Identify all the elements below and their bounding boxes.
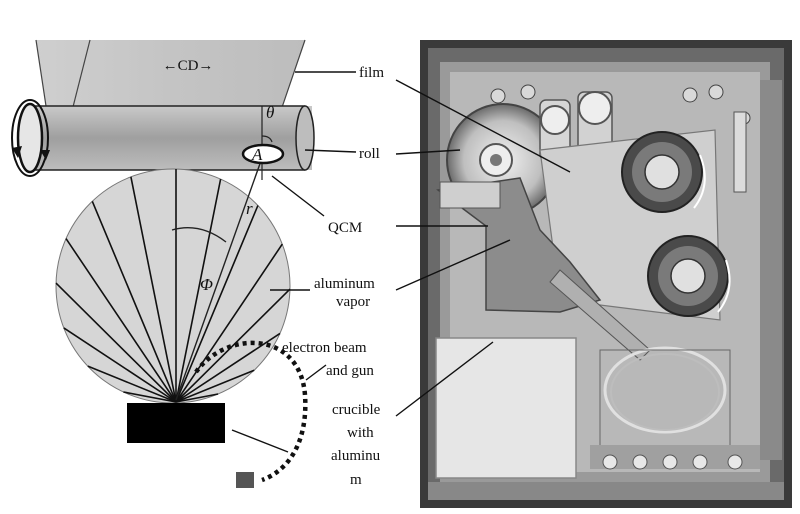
label-crucible-2: with	[347, 425, 374, 441]
vapor-ray	[130, 176, 177, 403]
vapor-ray	[175, 243, 283, 403]
label-aluminum-vapor-2: vapor	[336, 294, 370, 310]
r-symbol: r	[246, 199, 253, 218]
vapor-ray	[175, 332, 281, 403]
vapor-ray	[175, 369, 255, 403]
phi-symbol: Φ	[200, 275, 213, 294]
leader-lines	[231, 71, 571, 453]
roll-right-end	[295, 105, 315, 171]
vapor-ray	[175, 393, 219, 403]
vapor-ray	[123, 391, 177, 403]
label-electron-beam-1: electron beam	[282, 340, 367, 356]
label-crucible-4: m	[350, 472, 362, 488]
roll-left-end	[16, 102, 44, 174]
label-qcm: QCM	[328, 220, 362, 236]
label-roll: roll	[359, 146, 380, 162]
phi-arc	[171, 227, 227, 243]
vapor-ray	[175, 205, 259, 403]
cooling-coil	[603, 346, 727, 434]
vapor-ray	[63, 327, 177, 403]
equipment-photo	[420, 40, 792, 508]
a-symbol: A	[251, 145, 263, 164]
vapor-ray	[175, 288, 291, 403]
theta-symbol: θ	[266, 103, 274, 122]
crucible	[127, 403, 225, 443]
label-crucible-3: aluminu	[331, 448, 381, 464]
vapor-ray	[65, 238, 177, 403]
vapor-ray	[91, 200, 177, 403]
vapor-rays	[55, 169, 291, 403]
theta-arc	[261, 135, 273, 143]
vapor-ray	[87, 365, 177, 403]
idler-roller-1	[540, 105, 570, 135]
label-aluminum-vapor-1: aluminum	[314, 276, 375, 292]
electron-gun	[236, 472, 254, 488]
rotation-arrow-head-1	[12, 146, 22, 158]
cd-label: ←CD→	[163, 58, 214, 74]
callout-labels: film roll QCM aluminum vapor electron be…	[282, 65, 384, 488]
rotation-arrow-ring	[11, 99, 49, 177]
r-line	[175, 157, 263, 401]
label-crucible-1: crucible	[332, 402, 381, 418]
film-edge-left	[35, 39, 47, 107]
crucible-housing	[435, 337, 577, 479]
idler-roller-2	[578, 91, 612, 125]
schematic: ←CD→ A θ r Φ	[11, 39, 315, 488]
rotation-arrow-head-2	[40, 150, 50, 160]
electron-beam-path	[194, 340, 308, 483]
vapor-ray	[55, 282, 177, 403]
qcm-sensor	[241, 143, 285, 165]
vapor-ray	[175, 178, 222, 403]
label-electron-beam-2: and gun	[326, 363, 374, 379]
label-film: film	[359, 65, 384, 81]
